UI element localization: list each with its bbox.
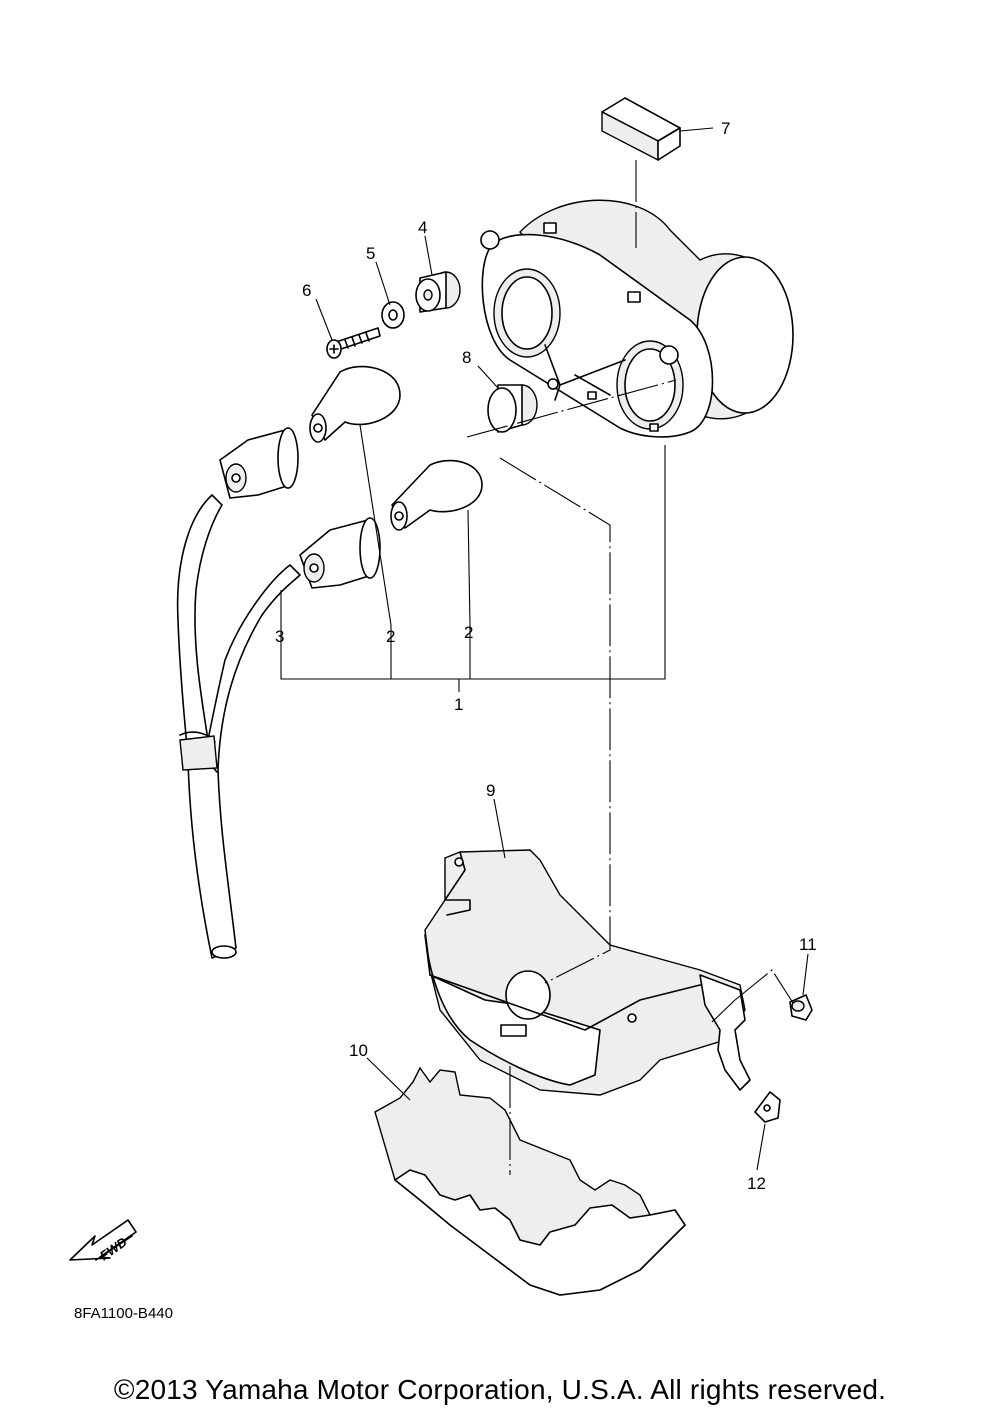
callout-2-right: 2 (464, 623, 473, 642)
part-7-block[interactable] (601, 97, 681, 162)
part-11-nut[interactable] (789, 994, 813, 1021)
copyright-notice: ©2013 Yamaha Motor Corporation, U.S.A. A… (113, 1374, 887, 1405)
part-9-cover[interactable] (424, 849, 751, 1096)
callout-12: 12 (747, 1174, 766, 1193)
part-3-socket-harness[interactable] (176, 427, 381, 959)
callout-1: 1 (454, 695, 463, 714)
callout-10: 10 (349, 1041, 368, 1060)
callout-5: 5 (366, 244, 375, 263)
callout-11: 11 (799, 935, 817, 954)
part-5-washer[interactable] (381, 301, 405, 329)
callout-6: 6 (302, 281, 311, 300)
fwd-arrow-icon: FWD (69, 1219, 137, 1263)
diagram-code: 8FA1100-B440 (74, 1305, 173, 1322)
part-6-screw[interactable] (326, 327, 381, 359)
callout-4: 4 (418, 218, 427, 237)
callout-3: 3 (275, 627, 284, 646)
part-8-grommet[interactable] (487, 384, 538, 433)
part-12-clip[interactable] (754, 1091, 781, 1123)
part-4-grommet[interactable] (415, 271, 461, 313)
callout-2-left: 2 (386, 627, 395, 646)
part-2-bulb-upper[interactable] (309, 365, 401, 443)
callout-9: 9 (486, 781, 495, 800)
callout-7: 7 (721, 119, 730, 138)
callout-8: 8 (462, 348, 471, 367)
callouts: 7 4 5 6 8 3 2 2 1 9 11 10 12 (275, 119, 817, 1193)
part-10-guard[interactable] (374, 1066, 686, 1296)
part-2-bulb-lower[interactable] (390, 459, 483, 531)
leader-lines (280, 127, 809, 1175)
